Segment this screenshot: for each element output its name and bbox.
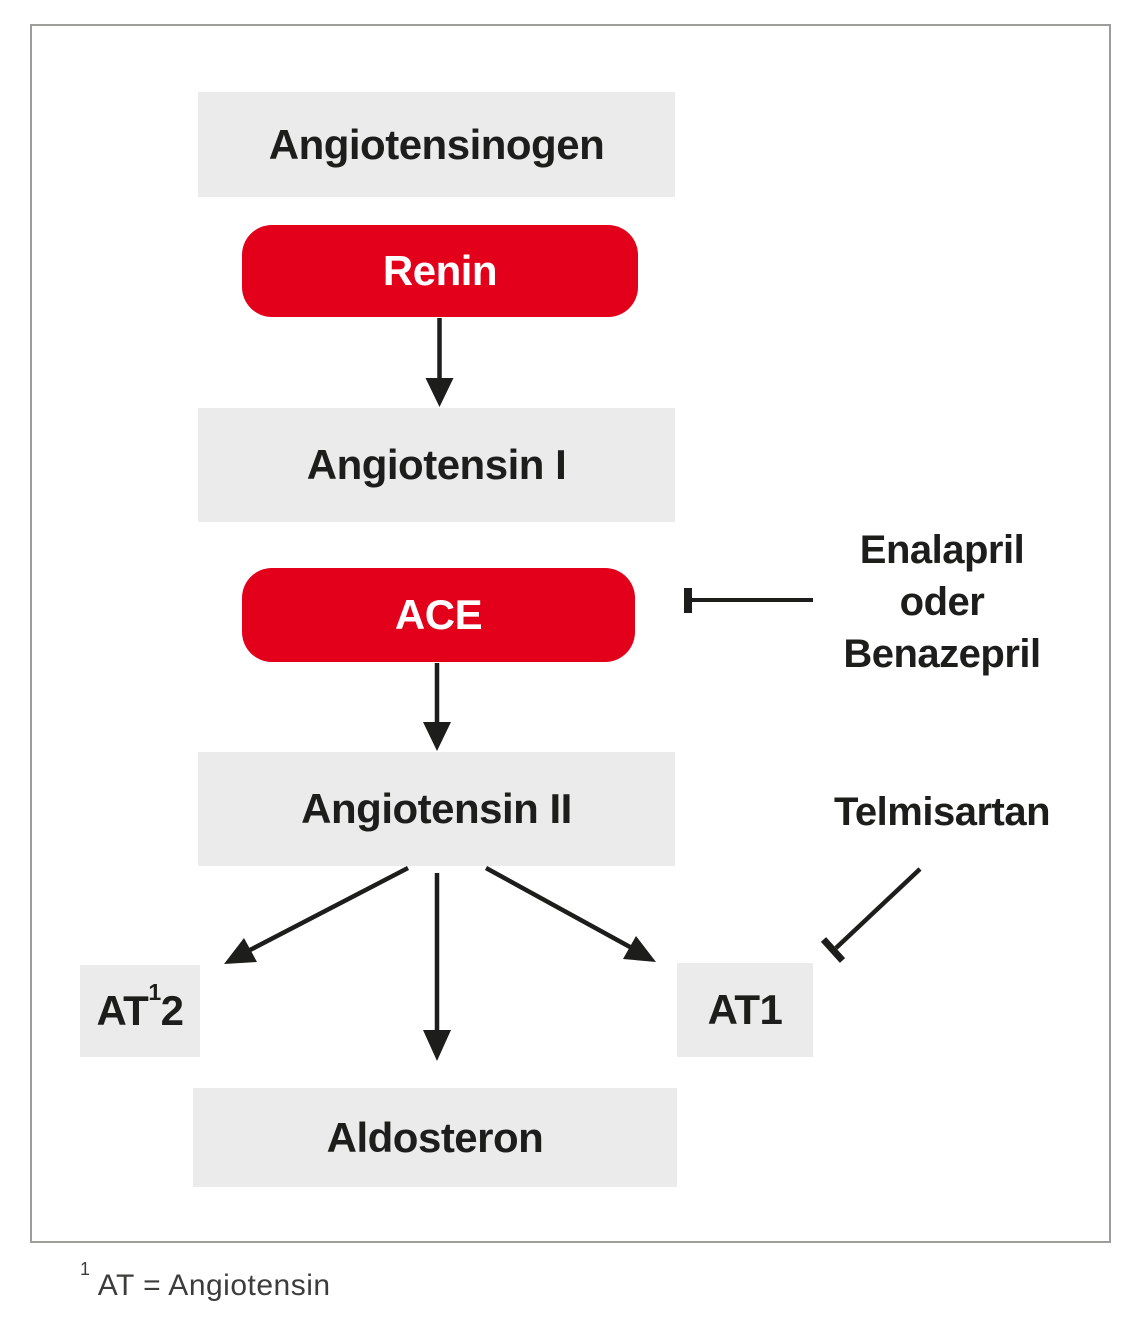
at12-superscript: 1 [148,978,161,1005]
node-aldosteron-label: Aldosteron [326,1113,544,1161]
label-ace-inhibitors-line3: Benazepril [843,632,1041,676]
node-renin-label: Renin [382,247,498,294]
footnote-text: AT = Angiotensin [97,1269,331,1302]
node-angiotensin-ii: Angiotensin II [198,752,675,866]
node-at12: AT12 [80,965,200,1057]
node-at12-label: AT12 [96,978,184,1034]
node-aldosteron: Aldosteron [193,1088,677,1187]
node-angiotensinogen: Angiotensinogen [198,92,675,197]
footnote-superscript: 1 [80,1259,91,1279]
node-angiotensin-i: Angiotensin I [198,408,675,522]
label-telmisartan: Telmisartan [833,790,1051,834]
label-ace-inhibitors-line1: Enalapril [859,528,1025,572]
label-ace-inhibitors: Enalapril oder Benazepril [812,524,1072,680]
node-renin: Renin [242,225,638,317]
footnote: 1 AT = Angiotensin [80,1259,331,1303]
node-ace-label: ACE [394,591,483,638]
label-ace-inhibitors-line2: oder [899,580,985,624]
node-at1: AT1 [677,963,813,1057]
node-ace: ACE [242,568,635,662]
node-angiotensin-ii-label: Angiotensin II [301,785,572,832]
node-angiotensin-i-label: Angiotensin I [306,441,567,488]
node-angiotensinogen-label: Angiotensinogen [268,120,605,168]
node-at1-label: AT1 [707,986,783,1033]
